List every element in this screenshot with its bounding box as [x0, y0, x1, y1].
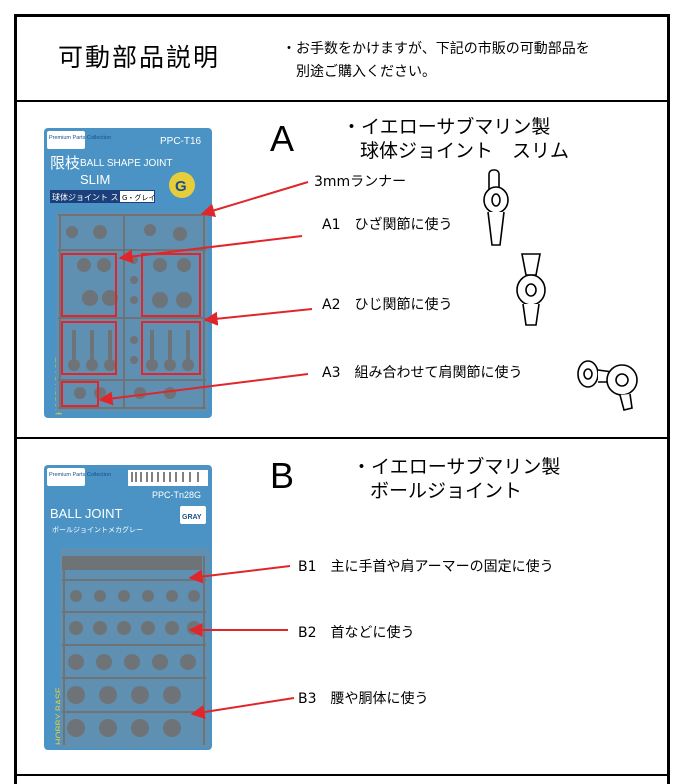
barcode-lines-b [131, 472, 199, 482]
brand-text-b: Premium Parts Collection [49, 472, 111, 478]
package-b-header: Premium Parts Collection PPC-Tn28G BALL … [47, 468, 208, 534]
section-b-product: ・イエローサブマリン製 ボールジョイント [352, 455, 560, 503]
section-a-letter: A [270, 118, 295, 159]
item-b1-text: 主に手首や肩アーマーの固定に使う [330, 559, 554, 575]
runner-b [60, 548, 210, 748]
section-b-product-line1: ・イエローサブマリン製 [352, 456, 561, 478]
item-b1-id: B1 [298, 559, 317, 575]
section-a-product-line1: ・イエローサブマリン製 [342, 116, 551, 138]
item-a3-text: 組み合わせて肩関節に使う [354, 365, 523, 381]
item-b3-id: B3 [298, 691, 317, 707]
item-b3-text: 腰や胴体に使う [330, 691, 429, 707]
highlight-boxes-a [61, 253, 201, 407]
title-en-a: BALL SHAPE JOINT [80, 158, 172, 169]
item-a1-text: ひざ関節に使う [354, 217, 453, 233]
divider-sections [14, 437, 670, 439]
color-tag-bg-a [120, 191, 154, 202]
section-b-letter: B [270, 455, 295, 496]
section-b-product-line2: ボールジョイント [370, 480, 523, 502]
part-a3-icon [577, 360, 638, 411]
section-a-product: ・イエローサブマリン製 球体ジョイント スリム [342, 115, 569, 163]
gray-badge-b [180, 506, 206, 524]
intro-note-line1: ・お手数をかけますが、下記の市販の可動部品を [282, 41, 590, 57]
title-jp-a: 球体ジョイント スリム [52, 192, 135, 202]
brand-text-a: Premium Parts Collection [49, 135, 111, 141]
part-a1-icon [483, 169, 509, 246]
title-jp-b: ボールジョイントメカグレー [52, 525, 143, 534]
runner-label: 3mmランナー [314, 174, 407, 190]
brand-badge-b [47, 468, 85, 486]
page-title: 可動部品説明 [58, 43, 221, 72]
brand-badge-a [47, 131, 85, 149]
item-a2: A2 ひじ関節に使う [322, 294, 452, 314]
gray-text-b: GRAY [182, 514, 202, 521]
code-a: PPC-T16 [160, 136, 202, 147]
item-b1: B1 主に手首や肩アーマーの固定に使う [298, 556, 554, 576]
item-b2: B2 首などに使う [298, 622, 415, 642]
g-letter-a: G [175, 178, 187, 195]
item-a2-text: ひじ関節に使う [354, 297, 453, 313]
side-text-b: HOBBY BASE [54, 687, 64, 745]
barcode-b [128, 470, 208, 486]
g-badge-a [169, 172, 195, 198]
part-a2-icon [516, 253, 546, 326]
intro-note-line2: 別途ご購入ください。 [296, 64, 436, 80]
item-a1-id: A1 [322, 217, 341, 233]
intro-note: ・お手数をかけますが、下記の市販の可動部品を 別途ご購入ください。 [282, 38, 662, 84]
item-b3: B3 腰や胴体に使う [298, 688, 429, 708]
divider-bottom [14, 774, 670, 776]
arrows-a [98, 181, 313, 406]
kanji-a: 限枝 [50, 154, 80, 172]
title-en-b: BALL JOINT [50, 506, 123, 521]
item-a2-id: A2 [322, 297, 341, 313]
title-en2-a: SLIM [80, 172, 110, 187]
item-a3-id: A3 [322, 365, 341, 381]
item-b2-text: 首などに使う [330, 625, 415, 641]
divider-header [14, 100, 670, 102]
color-tag-a: G・グレイ [122, 193, 155, 202]
item-a3: A3 組み合わせて肩関節に使う [322, 362, 522, 382]
item-a1: A1 ひざ関節に使う [322, 214, 452, 234]
item-b2-id: B2 [298, 625, 317, 641]
runner-a [56, 212, 208, 412]
code-b: PPC-Tn28G [152, 490, 201, 500]
section-a-product-line2: 球体ジョイント スリム [360, 140, 570, 162]
page-frame [14, 14, 670, 784]
arrows-b [188, 565, 295, 719]
package-a-header: Premium Parts Collection PPC-T16 限枝 BALL… [47, 131, 202, 203]
